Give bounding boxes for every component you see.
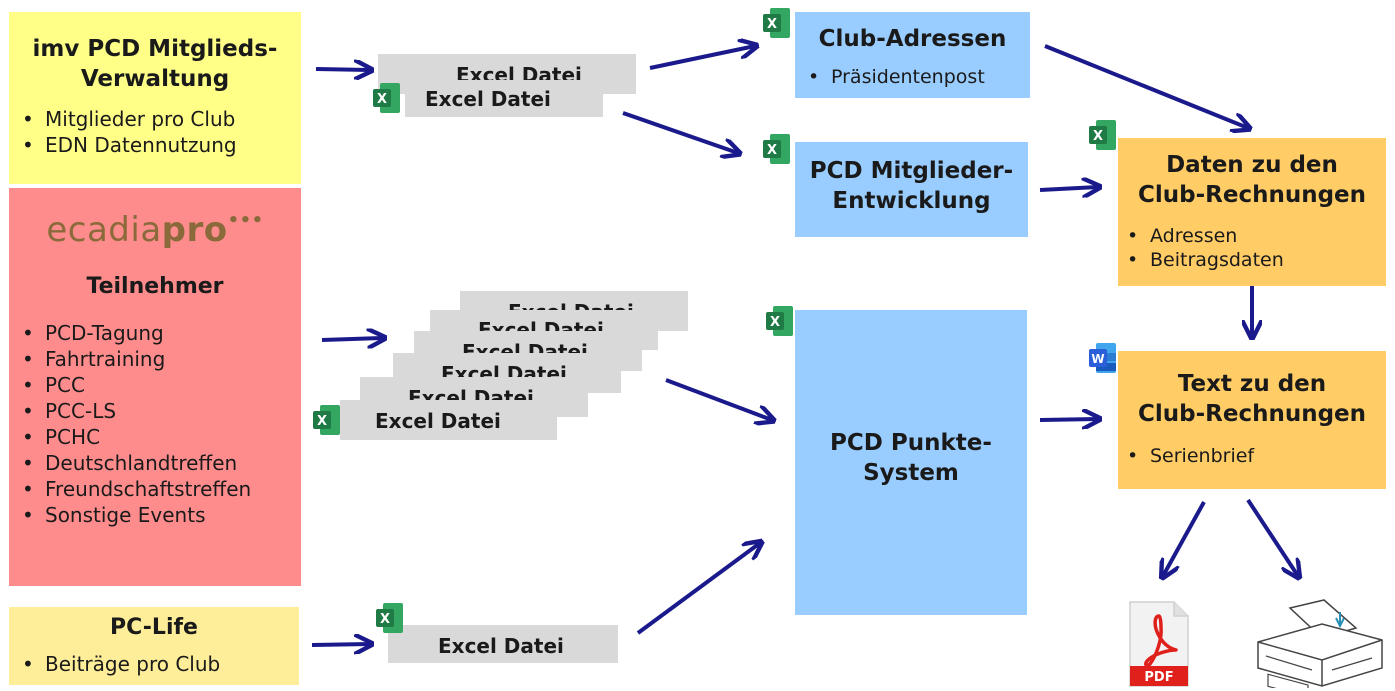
arrow — [1039, 419, 1098, 420]
mitglieder-entwicklung-title-line1: PCD Mitglieder- — [809, 158, 1014, 184]
svg-text:X: X — [377, 92, 387, 107]
list-item: PCD-Tagung — [19, 320, 301, 346]
list-item: Serienbrief — [1124, 443, 1386, 469]
arrow — [636, 543, 760, 635]
arrow — [622, 111, 738, 153]
svg-text:X: X — [770, 315, 780, 330]
excel-file-card: Excel Datei — [340, 400, 557, 440]
printer-icon — [1257, 599, 1383, 688]
text-rechnungen-list: Serienbrief — [1124, 443, 1386, 469]
word-icon: W — [1089, 343, 1116, 373]
ecadia-logo-pro: pro — [161, 210, 228, 250]
daten-rechnungen-box: Daten zu den Club-Rechnungen Adressen Be… — [1118, 138, 1386, 286]
list-item: Adressen — [1124, 224, 1386, 248]
arrow — [1246, 498, 1298, 576]
list-item: Sonstige Events — [19, 502, 301, 528]
ecadia-title: Teilnehmer — [86, 274, 224, 299]
svg-text:X: X — [767, 143, 777, 158]
arrow — [311, 644, 370, 645]
text-rechnungen-box: Text zu den Club-Rechnungen Serienbrief — [1118, 351, 1386, 489]
ecadia-logo-dots: ••• — [227, 210, 264, 231]
svg-text:X: X — [317, 414, 327, 429]
daten-rechnungen-title-line1: Daten zu den — [1166, 152, 1338, 178]
arrow — [1044, 44, 1248, 128]
arrow — [321, 338, 383, 340]
imv-list: Mitglieder pro Club EDN Datennutzung — [19, 106, 301, 158]
imv-title-line1: imv PCD Mitglieds- — [32, 36, 278, 62]
excel-file-label: Excel Datei — [425, 87, 551, 111]
list-item: Deutschlandtreffen — [19, 450, 301, 476]
club-adressen-box: Club-Adressen Präsidentenpost — [795, 12, 1030, 98]
pclife-title: PC-Life — [110, 615, 198, 640]
club-adressen-title: Club-Adressen — [818, 26, 1007, 52]
svg-text:W: W — [1091, 352, 1104, 366]
svg-text:X: X — [1093, 129, 1103, 144]
arrow — [665, 378, 772, 420]
excel-file-label: Excel Datei — [375, 409, 501, 433]
pclife-box: PC-Life Beiträge pro Club — [9, 607, 299, 685]
list-item: Beitragsdaten — [1124, 248, 1386, 272]
daten-rechnungen-list: Adressen Beitragsdaten — [1124, 224, 1386, 272]
excel-file-card: Excel Datei — [405, 80, 603, 117]
list-item: Freundschaftstreffen — [19, 476, 301, 502]
excel-icon: X — [1089, 120, 1116, 150]
excel-icon: X — [373, 83, 400, 113]
imv-title-line2: Verwaltung — [80, 66, 230, 92]
pclife-list: Beiträge pro Club — [19, 651, 299, 677]
ecadia-list: PCD-Tagung Fahrtraining PCC PCC-LS PCHC … — [19, 320, 301, 528]
mitglieder-entwicklung-title-line2: Entwicklung — [832, 188, 991, 214]
arrow — [315, 69, 370, 70]
pdf-label: PDF — [1144, 670, 1173, 685]
list-item: Fahrtraining — [19, 346, 301, 372]
club-adressen-list: Präsidentenpost — [805, 64, 1030, 90]
pdf-icon: PDF — [1129, 601, 1189, 687]
ecadia-logo-text: ecadia — [46, 210, 162, 250]
list-item: PCHC — [19, 424, 301, 450]
list-item: Präsidentenpost — [805, 64, 1030, 90]
list-item: PCC — [19, 372, 301, 398]
list-item: PCC-LS — [19, 398, 301, 424]
punkte-system-title-line2: System — [863, 460, 959, 486]
text-rechnungen-title-line2: Club-Rechnungen — [1137, 401, 1367, 427]
arrow — [1163, 501, 1206, 576]
arrow — [1039, 187, 1098, 190]
svg-text:X: X — [767, 17, 777, 32]
excel-icon: X — [313, 405, 340, 435]
svg-text:X: X — [380, 612, 390, 627]
excel-icon: X — [763, 8, 790, 38]
daten-rechnungen-title-line2: Club-Rechnungen — [1137, 182, 1367, 208]
excel-icon: X — [766, 306, 793, 336]
punkte-system-box: PCD Punkte- System — [795, 310, 1027, 615]
ecadia-logo: ecadiapro••• — [9, 210, 301, 250]
text-rechnungen-title-line1: Text zu den — [1177, 371, 1327, 397]
excel-file-label: Excel Datei — [438, 634, 564, 658]
excel-file-card: Excel Datei — [388, 625, 618, 663]
mitglieder-entwicklung-box: PCD Mitglieder- Entwicklung — [795, 142, 1028, 237]
list-item: Beiträge pro Club — [19, 651, 299, 677]
imv-box: imv PCD Mitglieds- Verwaltung Mitglieder… — [9, 12, 301, 184]
arrow — [649, 46, 755, 70]
list-item: EDN Datennutzung — [19, 132, 301, 158]
list-item: Mitglieder pro Club — [19, 106, 301, 132]
ecadia-box: ecadiapro••• Teilnehmer PCD-Tagung Fahrt… — [9, 188, 301, 586]
excel-icon: X — [763, 134, 790, 164]
punkte-system-title-line1: PCD Punkte- — [830, 430, 992, 456]
excel-icon: X — [376, 603, 403, 633]
